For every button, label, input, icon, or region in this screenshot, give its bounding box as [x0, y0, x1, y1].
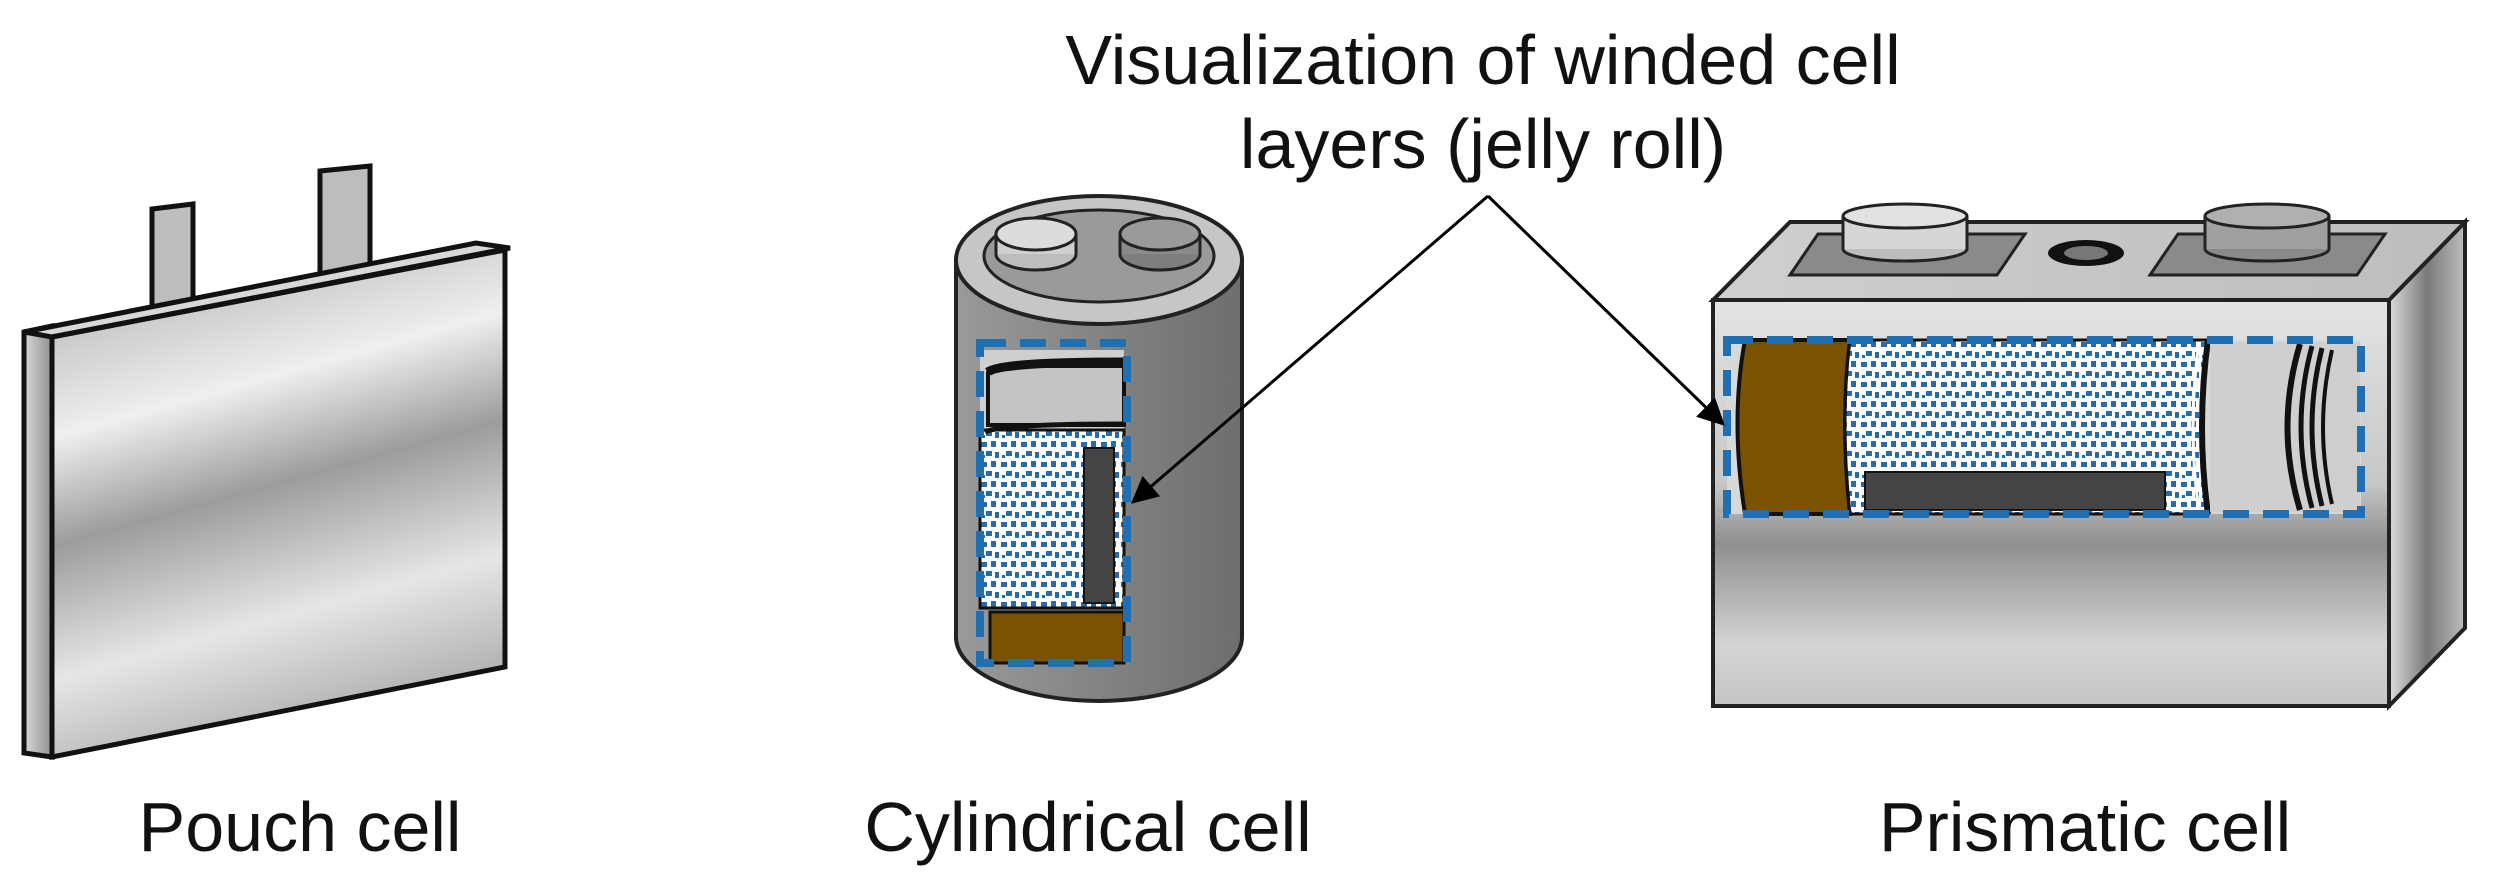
cylinder-jelly-roll — [978, 350, 1126, 665]
annotation-line-2: layers (jelly roll) — [1239, 105, 1727, 183]
cylinder-terminal-right — [1118, 216, 1202, 272]
pouch-tab-left — [149, 201, 196, 313]
prismatic-highlight-box — [1723, 336, 2365, 518]
prismatic-terminal-left — [1841, 202, 1969, 263]
prismatic-side-face — [2387, 217, 2467, 711]
cylindrical-cell-label: Cylindrical cell — [864, 788, 1312, 866]
prismatic-terminal-right — [2203, 202, 2331, 263]
pouch-tab-right — [317, 163, 373, 277]
prismatic-cell-label: Prismatic cell — [1878, 788, 2292, 866]
cylinder-highlight-box — [976, 339, 1131, 667]
prismatic-tab — [1864, 471, 2166, 511]
prismatic-anode-layer — [1735, 338, 1853, 516]
cylinder-roll-top — [986, 362, 1126, 427]
pouch-front-face — [49, 246, 508, 761]
arrow-to-cylindrical — [1130, 194, 1489, 504]
pouch-top-rim — [23, 240, 511, 340]
prismatic-roll-spiral — [2284, 343, 2334, 511]
pouch-side-edge — [21, 322, 55, 760]
cylinder-terminal-left — [994, 216, 1078, 272]
pouch-cell — [21, 163, 511, 761]
pouch-cell-label: Pouch cell — [138, 788, 462, 866]
prismatic-cell — [1708, 202, 2470, 711]
cylindrical-cell — [954, 194, 1244, 703]
annotation-line-1: Visualization of winded cell — [1065, 21, 1901, 99]
cylinder-anode-layer — [988, 610, 1126, 665]
cylinder-tab — [1083, 447, 1115, 604]
prismatic-jelly-roll — [1727, 338, 2361, 516]
annotation-arrows — [1130, 194, 1725, 504]
prismatic-vent — [2048, 240, 2124, 266]
arrow-to-prismatic — [1486, 194, 1725, 426]
jelly-roll-annotation: Visualization of winded cell layers (jel… — [1065, 18, 1900, 186]
